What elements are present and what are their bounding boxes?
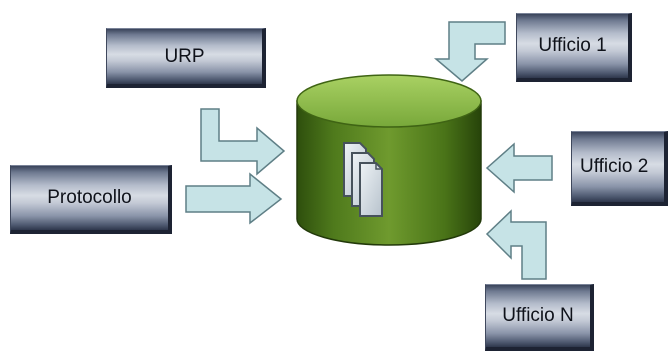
node-ufficio-n: Ufficio N [485,284,594,351]
node-ufficio-2-label: Ufficio 2 [580,156,649,177]
node-ufficio-1: Ufficio 1 [516,13,632,82]
node-urp: URP [106,28,266,88]
node-ufficio-1-label: Ufficio 1 [538,35,607,56]
node-protocollo-label: Protocollo [47,187,132,208]
database-cylinder [296,74,482,246]
arrow-ufficio-n-to-database [485,209,547,280]
arrow-ufficio-2-to-database [485,142,553,194]
documents-icon [343,142,383,217]
arrow-ufficio-1-to-database [433,21,506,82]
node-ufficio-n-label: Ufficio N [502,305,574,326]
node-ufficio-2: Ufficio 2 [571,131,668,206]
arrow-urp-to-database [200,108,286,176]
node-urp-label: URP [164,45,205,67]
node-protocollo: Protocollo [10,165,172,234]
arrow-protocollo-to-database [185,172,283,225]
